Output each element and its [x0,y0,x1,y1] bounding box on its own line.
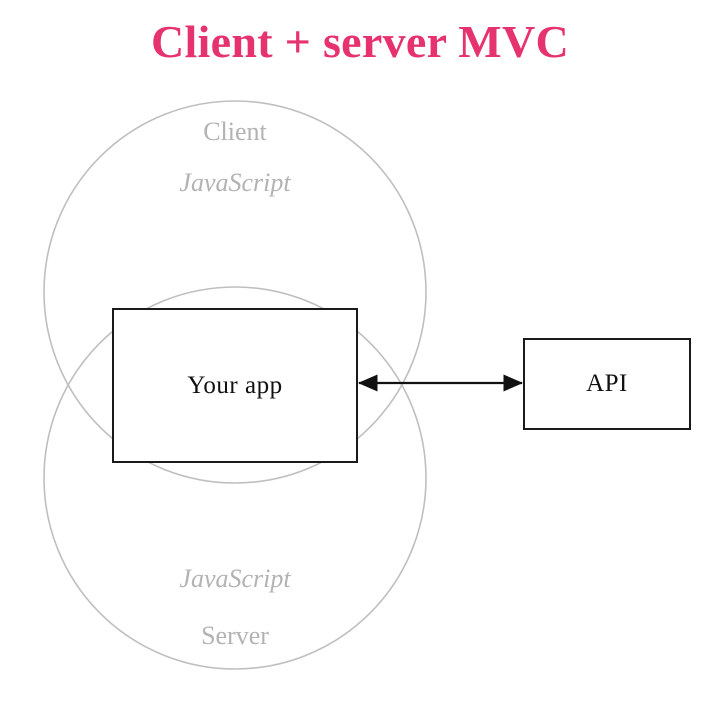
your-app-box-label: Your app [187,371,283,399]
server-circle [43,286,427,670]
api-box-label: API [586,370,628,397]
page-title: Client + server MVC [150,16,570,67]
client-circle [43,100,427,484]
server-javascript-label: JavaScript [179,564,291,593]
api-box[interactable]: API [523,338,691,430]
client-circle-label: Client [203,117,267,146]
your-app-box[interactable]: Your app [112,308,358,463]
client-javascript-label: JavaScript [179,168,291,197]
server-circle-label: Server [201,621,269,650]
